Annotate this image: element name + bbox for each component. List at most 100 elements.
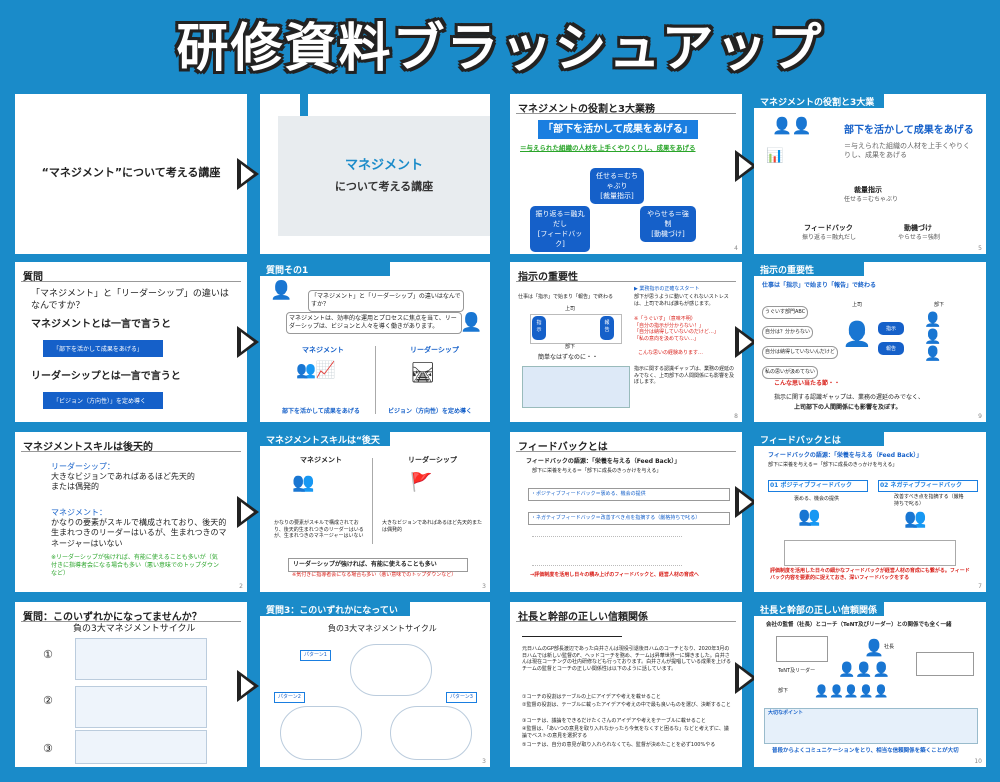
slide-10-right: リーダーシップ [408,456,457,464]
people-icon: 👤👤 [772,116,812,135]
slide-8-page: 9 [978,413,982,420]
team-icon: 👥 [292,472,315,493]
slide-12-negative: 02 ネガティブフィードバック [878,480,978,492]
slide-12-t1: フィードバックの語源：「栄養を与える（Feed Back）」 [768,452,923,459]
slide-2-subtitle: について考える講座 [334,180,434,193]
slide-8-foot-2: 上司部下の人間関係にも影響を及ぼす。 [794,404,902,411]
slide-8-foot-1: 指示に関する認識ギャップは、業務の遅延のみでなく、 [774,394,925,401]
slide-9-l1b: 大きなビジョンであればあるほど先天的または偶発的 [51,472,195,492]
slide-8-b2: 報告 [878,342,904,355]
slide-4-node-3b: やらせる＝強制 [898,234,940,241]
slide-3-page: 4 [734,245,738,252]
slide-12-ns: 改善すべき点を指摘する（厳格持ちで叱る） [894,494,964,507]
slide-10-box: リーダーシップが強ければ、有能に使えることも多い [288,558,468,572]
slide-14-p2: パターン2 [274,692,305,703]
slide-10-left: マネジメント [300,456,342,464]
ceo-icon: 👤 [864,638,884,657]
slide-7-a2: 報告 [600,316,614,340]
slide-8: 指示の重要性 仕事は「指示」で始まり「報告」で終わる うぐいす部門ABC 自分は… [754,262,986,422]
slide-8-bubble-2: 自分は？分からない [762,326,814,339]
slide-10-right-text: 大きなビジョンであればあるほど先天的または偶発的 [382,520,482,533]
slide-7-r2: 部下が思うように動いてくれないストレスは、上司であれば誰もが感じます。 [634,294,729,307]
slide-13-c3: ③ [43,742,53,755]
slide-8-b1: 指示 [878,322,904,335]
talk-icon: 👥 [904,508,927,529]
arrow-icon [735,150,757,182]
slide-7-page: 8 [734,413,738,420]
slide-7-bot: 部下 [565,344,576,350]
slide-9-header: マネジメントスキルは後天的 [23,442,153,453]
slide-3-sub: ＝与えられた組織の人材を上手くやりくりし、成果をあげる [520,144,696,152]
slide-4-node-2: フィードバック [804,224,853,232]
slide-4-node-2b: 振り返る＝融丸だし [802,234,857,241]
slide-9-l2: マネジメント： [51,508,107,517]
slide-14-p3: パターン3 [446,692,477,703]
slide-9-page: 2 [239,583,243,590]
slide-10: マネジメントスキルは“後天的” マネジメント リーダーシップ 👥 🚩 かなりの要… [260,432,490,592]
leader-flag-icon: 🚩 [410,472,433,493]
slide-16-c2: TeNT及リーダー [778,668,816,674]
slide-4-node-3: 動機づけ [904,224,932,232]
slide-14-header: 質問3：このいずれかになっていませんか？ [260,602,410,629]
slide-8-sub: 部下 [934,302,945,308]
slide-16-tip: 大切なポイント [768,710,804,716]
slide-3-header: マネジメントの役割と3大業務 [518,104,655,115]
slide-7-r3: ※「うぐいす」（意味不明） 「自分の指示が分からない！」 「自分は納得していない… [634,316,719,342]
arrow-icon [237,670,259,702]
slide-4: マネジメントの役割と3大業務 👤👤 部下を活かして成果をあげる ＝与えられた組織… [754,94,986,254]
slide-12-ps: 褒める、機会の提供 [794,496,840,502]
slide-11: フィードバックとは フィードバックの語源：「栄養を与える（Feed Back）」… [510,432,742,592]
answer-person-icon: 👤 [460,312,483,333]
slide-15-l4: ④監督は、「あいつの意見を取り入れなかったら今気をなくすと困るな」などと考えずに… [522,726,729,739]
slide-13-header: 質問：このいずれかになってませんか？ [23,612,202,623]
slide-12-positive: 01 ポジティブフィードバック [768,480,868,492]
slide-3-box: 「部下を活かして成果をあげる」 [538,120,698,139]
slide-13-c2: ② [43,694,53,707]
slide-8-bubble-1: うぐいす部門ABC [762,306,809,319]
slide-2-title: マネジメント [344,158,423,173]
slide-5: 質問 「マネジメント」と「リーダーシップ」の違いはなんですか？ マネジメントとは… [15,262,247,422]
slide-5-h1: マネジメントとは一言で言うと [31,319,171,330]
slide-13: 質問：このいずれかになってませんか？ 負の3大マネジメントサイクル ① ② ③ [15,602,247,767]
slide-15-l2: ②監督の役割は、テーブルに載ったアイデアや考えの中で最も良いものを選び、決断する… [522,702,731,708]
arrow-icon [237,496,259,528]
slide-4-node-1: 裁量指示 [854,186,882,194]
slide-7: 指示の重要性 仕事は「指示」で始まり「報告」で終わる 上司 部下 指示 報告 簡… [510,262,742,422]
slide-6-header: 質問その1 [260,262,390,276]
chart-icon: 📊 [766,148,784,164]
slide-4-header: マネジメントの役割と3大業務 [754,94,884,121]
slide-13-title: 負の3大マネジメントサイクル [73,624,196,634]
staff-icon: 👤👤👤 [924,312,942,362]
slide-11-t2: 部下に栄養を与える＝「部下に成長のきっかけを与える」 [532,468,662,474]
road-icon: 🛤 [410,360,436,384]
slide-12-foot: 評価制度を活用した日々の細かなフィードバックが経営人材の育成にも繋がる。フィード… [770,568,970,581]
slide-16: 社長と幹部の正しい信頼関係2 会社の監督（社長）とコーチ（TeNT及びリーダー）… [754,602,986,767]
slide-3-node-2: 振り返る＝融丸だし [フィードバック] [530,206,590,252]
slide-6-right: リーダーシップ [410,346,459,354]
slide-8-boss: 上司 [852,302,863,308]
slide-4-page: 5 [978,245,982,252]
slide-14-p1: パターン1 [300,650,331,661]
slide-7-r1: ▶ 業務指示の正確なスタート [634,286,700,292]
slide-8-red: こんな思い当たる節・・ [774,380,841,387]
slide-9-l2b: かなりの要素がスキルで構成されており、後天的生まれつきのリーダーはいるが、生まれ… [51,518,227,548]
slide-9: マネジメントスキルは後天的 リーダーシップ： 大きなビジョンであればあるほど先天… [15,432,247,592]
slide-15-l5: ⑤コーチは、自分の意見が取り入れられなくても、監督が決めたことを必ず100%やる [522,742,716,748]
team-icon: 👥📈 [296,360,336,379]
slide-12-t2: 部下に栄養を与える＝「部下に成長のきっかけを与える」 [768,462,898,468]
slide-6-right-bottom: ビジョン（方向性）を定め導く [388,408,473,415]
slide-7-a1: 指示 [532,316,546,340]
slide-10-header: マネジメントスキルは“後天的” [260,432,390,459]
slide-6-question: 「マネジメント」と「リーダーシップ」の違いはなんですか？ [308,290,464,312]
slide-15-l1: ①コーチの役割はテーブルの上にアイデアや考えを載せること [522,694,661,700]
page-title: 研修資料ブラッシュアップ [176,19,824,79]
slide-14-page: 3 [482,758,486,765]
slide-11-t1: フィードバックの語源：「栄養を与える（Feed Back）」 [526,458,681,465]
slide-8-lead: 仕事は「指示」で始まり「報告」で終わる [762,282,877,289]
slide-6: 質問その1 👤 「マネジメント」と「リーダーシップ」の違いはなんですか？ マネジ… [260,262,490,422]
slide-4-box: 部下を活かして成果をあげる [844,125,974,136]
slide-14-title: 負の3大マネジメントサイクル [328,624,437,633]
slide-9-note: ※リーダーシップが強ければ、有能に使えることも多いが（気付きに指導者会になる場合… [51,554,220,577]
slide-1: “マネジメント”について考える講座 [15,94,247,254]
slide-10-page: 3 [482,583,486,590]
